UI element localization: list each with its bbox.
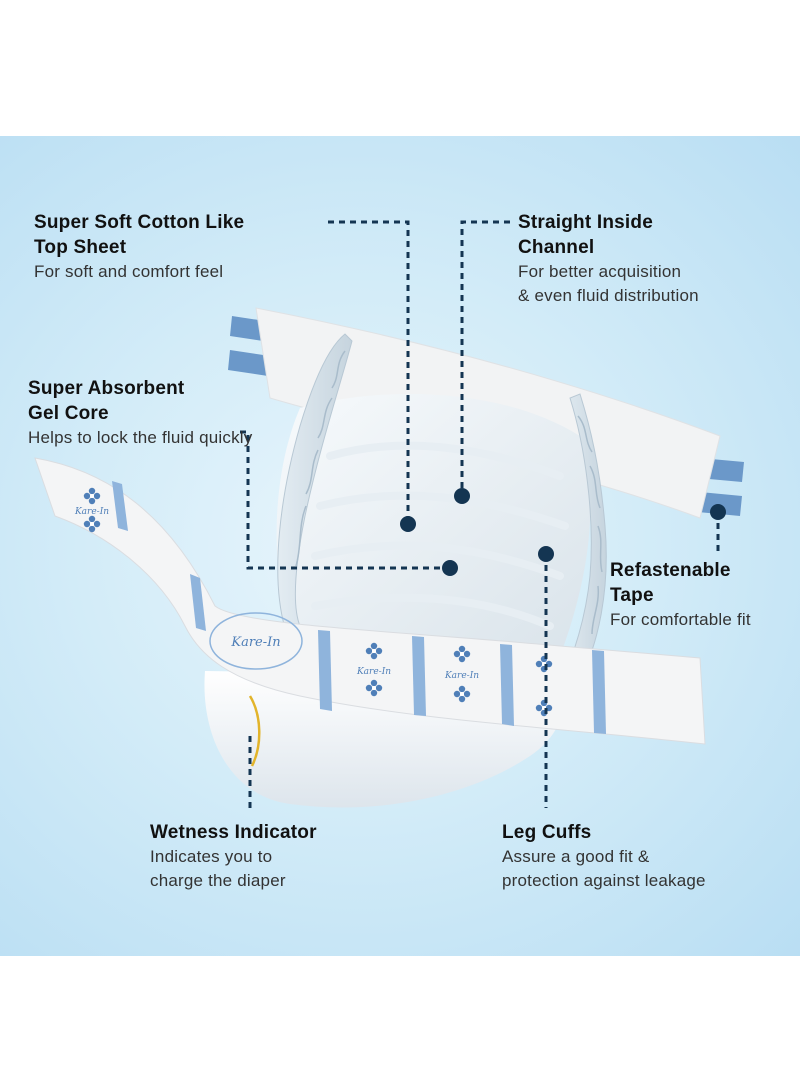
label-wetness-indicator: Wetness Indicator Indicates you to charg… bbox=[150, 820, 317, 893]
label-description: protection against leakage bbox=[502, 871, 706, 890]
wetness-indicator-strip bbox=[248, 695, 261, 767]
leader-lines bbox=[240, 220, 720, 808]
label-description: For soft and comfort feel bbox=[34, 262, 224, 281]
label-title: Leg Cuffs bbox=[502, 822, 592, 843]
label-refastenable-tape: Refastenable Tape For comfortable fit bbox=[610, 558, 751, 632]
front-waistband bbox=[34, 457, 706, 745]
brand-oval bbox=[209, 612, 303, 670]
label-description: Indicates you to bbox=[150, 847, 273, 866]
label-title: Tape bbox=[610, 585, 654, 606]
label-title: Wetness Indicator bbox=[150, 822, 317, 843]
label-title: Gel Core bbox=[28, 403, 109, 424]
callout-dot-icon bbox=[400, 488, 726, 576]
core-channels bbox=[311, 441, 569, 630]
brand-logo-text: Kare-In bbox=[74, 507, 109, 517]
label-gel-core: Super Absorbent Gel Core Helps to lock t… bbox=[28, 376, 252, 450]
label-title: Straight Inside bbox=[518, 212, 653, 233]
label-title: Channel bbox=[518, 237, 595, 258]
label-description: Helps to lock the fluid quickly bbox=[28, 428, 253, 447]
label-description: charge the diaper bbox=[150, 871, 286, 890]
diaper-illustration: Kare-In Kare-In Kare-In Kare-In bbox=[34, 220, 744, 808]
brand-logo-text: Kare-In bbox=[356, 667, 391, 677]
label-title: Super Absorbent bbox=[28, 378, 185, 399]
product-illustration-panel: Kare-In Kare-In Kare-In Kare-In Super So… bbox=[0, 136, 800, 956]
label-description: For better acquisition bbox=[518, 262, 682, 281]
brand-logo-text: Kare-In bbox=[444, 671, 479, 681]
label-title: Refastenable bbox=[610, 560, 731, 581]
label-description: For comfortable fit bbox=[610, 610, 751, 629]
label-leg-cuffs: Leg Cuffs Assure a good fit & protection… bbox=[502, 820, 706, 893]
label-top-sheet: Super Soft Cotton Like Top Sheet For sof… bbox=[34, 210, 244, 284]
label-title: Top Sheet bbox=[34, 237, 127, 258]
label-description: & even fluid distribution bbox=[518, 286, 699, 305]
label-inside-channel: Straight Inside Channel For better acqui… bbox=[518, 210, 699, 308]
label-title: Super Soft Cotton Like bbox=[34, 212, 245, 233]
label-description: Assure a good fit & bbox=[502, 847, 650, 866]
brand-logo-text: Kare-In bbox=[230, 635, 280, 650]
waistband-stripes bbox=[112, 481, 606, 734]
